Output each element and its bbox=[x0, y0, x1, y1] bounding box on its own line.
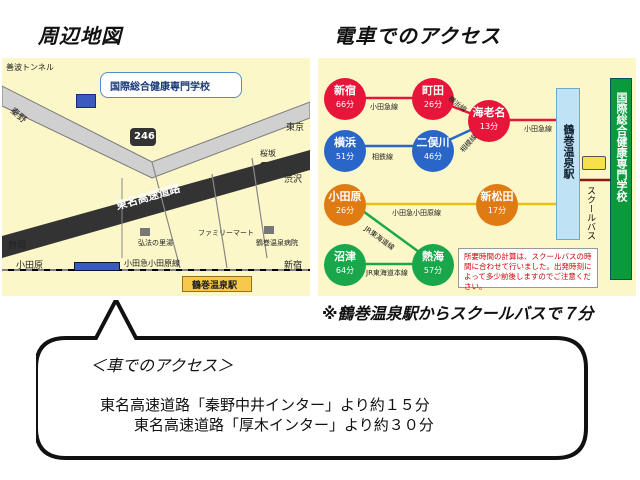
map-roads bbox=[2, 85, 310, 271]
car-route-atsugi: 東名高速道路「厚木インター」より約３０分 bbox=[134, 416, 434, 434]
school-building-icon bbox=[76, 94, 96, 108]
school-bus-text: スクールバス bbox=[585, 186, 595, 240]
odawara-label: 小田原 bbox=[16, 261, 44, 271]
school-bar bbox=[610, 78, 632, 280]
station-ebina: 海老名 13分 bbox=[468, 100, 510, 142]
train-section-title: 電車でのアクセス bbox=[334, 24, 501, 48]
station-time: 13分 bbox=[479, 122, 499, 131]
station-time: 51分 bbox=[335, 152, 355, 161]
route-246-label: 246 bbox=[134, 131, 155, 142]
train-route-diagram: 新宿 66分 町田 26分 海老名 13分 横浜 51分 二俣川 46分 小田原 26分 新… bbox=[318, 58, 636, 296]
station-name: 熱海 bbox=[422, 250, 444, 263]
station-time: 17分 bbox=[487, 206, 507, 215]
school-bar-text: 国際総合健康専門学校 bbox=[615, 92, 628, 202]
school-label: 国際総合健康専門学校 bbox=[110, 82, 210, 93]
line-odakyu-odawara: 小田急小田原線 bbox=[392, 209, 441, 217]
station-name: 町田 bbox=[422, 84, 444, 97]
speech-bubble bbox=[36, 300, 588, 460]
line-jr-tokaido: JR東海道本線 bbox=[366, 269, 408, 277]
station-time: 26分 bbox=[423, 100, 443, 109]
station-shinjuku: 新宿 66分 bbox=[324, 78, 366, 120]
station-time: 26分 bbox=[335, 206, 355, 215]
traffic-signal-icon bbox=[260, 162, 274, 168]
map-section-title: 周辺地図 bbox=[38, 24, 122, 48]
onsen-station-bar bbox=[556, 88, 580, 240]
station-odawara: 小田原 26分 bbox=[324, 184, 366, 226]
station-name: 小田原 bbox=[328, 190, 362, 203]
station-time: 64分 bbox=[335, 266, 355, 275]
onsen-station-box bbox=[182, 276, 252, 292]
travel-time-note: 所要時間の計算は、スクールバスの時間に合わせて行いました。出発時刻によって多少前… bbox=[458, 248, 598, 291]
onsen-station-text: 鶴巻温泉駅 bbox=[562, 124, 575, 179]
route-246-marker bbox=[130, 128, 156, 146]
onsen-station-label: 鶴巻温泉駅 bbox=[192, 281, 238, 291]
area-map: 善波トンネル 国際総合健康専門学校 秦野 東京 246 桜坂 渋沢 東名高速道路… bbox=[2, 58, 310, 296]
station-name: 横浜 bbox=[334, 136, 356, 149]
tokyo-label: 東京 bbox=[286, 123, 305, 133]
car-route-hadano-nakai: 東名高速道路「秦野中井インター」より約１５分 bbox=[100, 396, 430, 414]
temple-icon bbox=[140, 228, 150, 236]
shinjuku-label: 新宿 bbox=[284, 261, 303, 271]
station-time: 46分 bbox=[423, 152, 443, 161]
station-yokohama: 横浜 51分 bbox=[324, 130, 366, 172]
hospital-label: 鶴巻温泉病院 bbox=[256, 239, 298, 247]
tunnel-label: 善波トンネル bbox=[6, 63, 54, 72]
bus-caption: ※鶴巻温泉駅からスクールバスで７分 bbox=[322, 304, 594, 323]
sakura-label: 桜坂 bbox=[260, 149, 276, 158]
odakyu-label: 小田急小田原線 bbox=[124, 259, 180, 268]
station-numazu: 沼津 64分 bbox=[324, 244, 366, 286]
bus-icon bbox=[582, 156, 606, 170]
station-machida: 町田 26分 bbox=[412, 78, 454, 120]
shizuoka-label: 静岡 bbox=[8, 241, 27, 251]
station-futamatagawa: 二俣川 46分 bbox=[412, 130, 454, 172]
station-name: 二俣川 bbox=[416, 136, 450, 149]
station-name: 新松田 bbox=[480, 190, 514, 203]
line-odakyu-1: 小田急線 bbox=[370, 103, 398, 111]
line-odakyu-2: 小田急線 bbox=[524, 125, 552, 133]
station-name: 海老名 bbox=[472, 106, 506, 119]
station-shinmatsuda: 新松田 17分 bbox=[476, 184, 518, 226]
map-train-icon bbox=[74, 262, 120, 271]
school-callout bbox=[100, 72, 242, 98]
station-time: 66分 bbox=[335, 100, 355, 109]
car-access-heading: ＜車でのアクセス＞ bbox=[90, 356, 234, 375]
shibusawa-label: 渋沢 bbox=[284, 175, 303, 185]
station-name: 新宿 bbox=[334, 84, 356, 97]
station-name: 沼津 bbox=[334, 250, 356, 263]
temple-label: 弘法の里湯 bbox=[138, 239, 173, 247]
line-sotetsu: 相鉄線 bbox=[372, 153, 393, 161]
familymart-label: ファミリーマート bbox=[198, 229, 254, 237]
hospital-icon bbox=[264, 226, 274, 234]
station-atami: 熱海 57分 bbox=[412, 244, 454, 286]
station-time: 57分 bbox=[423, 266, 443, 275]
